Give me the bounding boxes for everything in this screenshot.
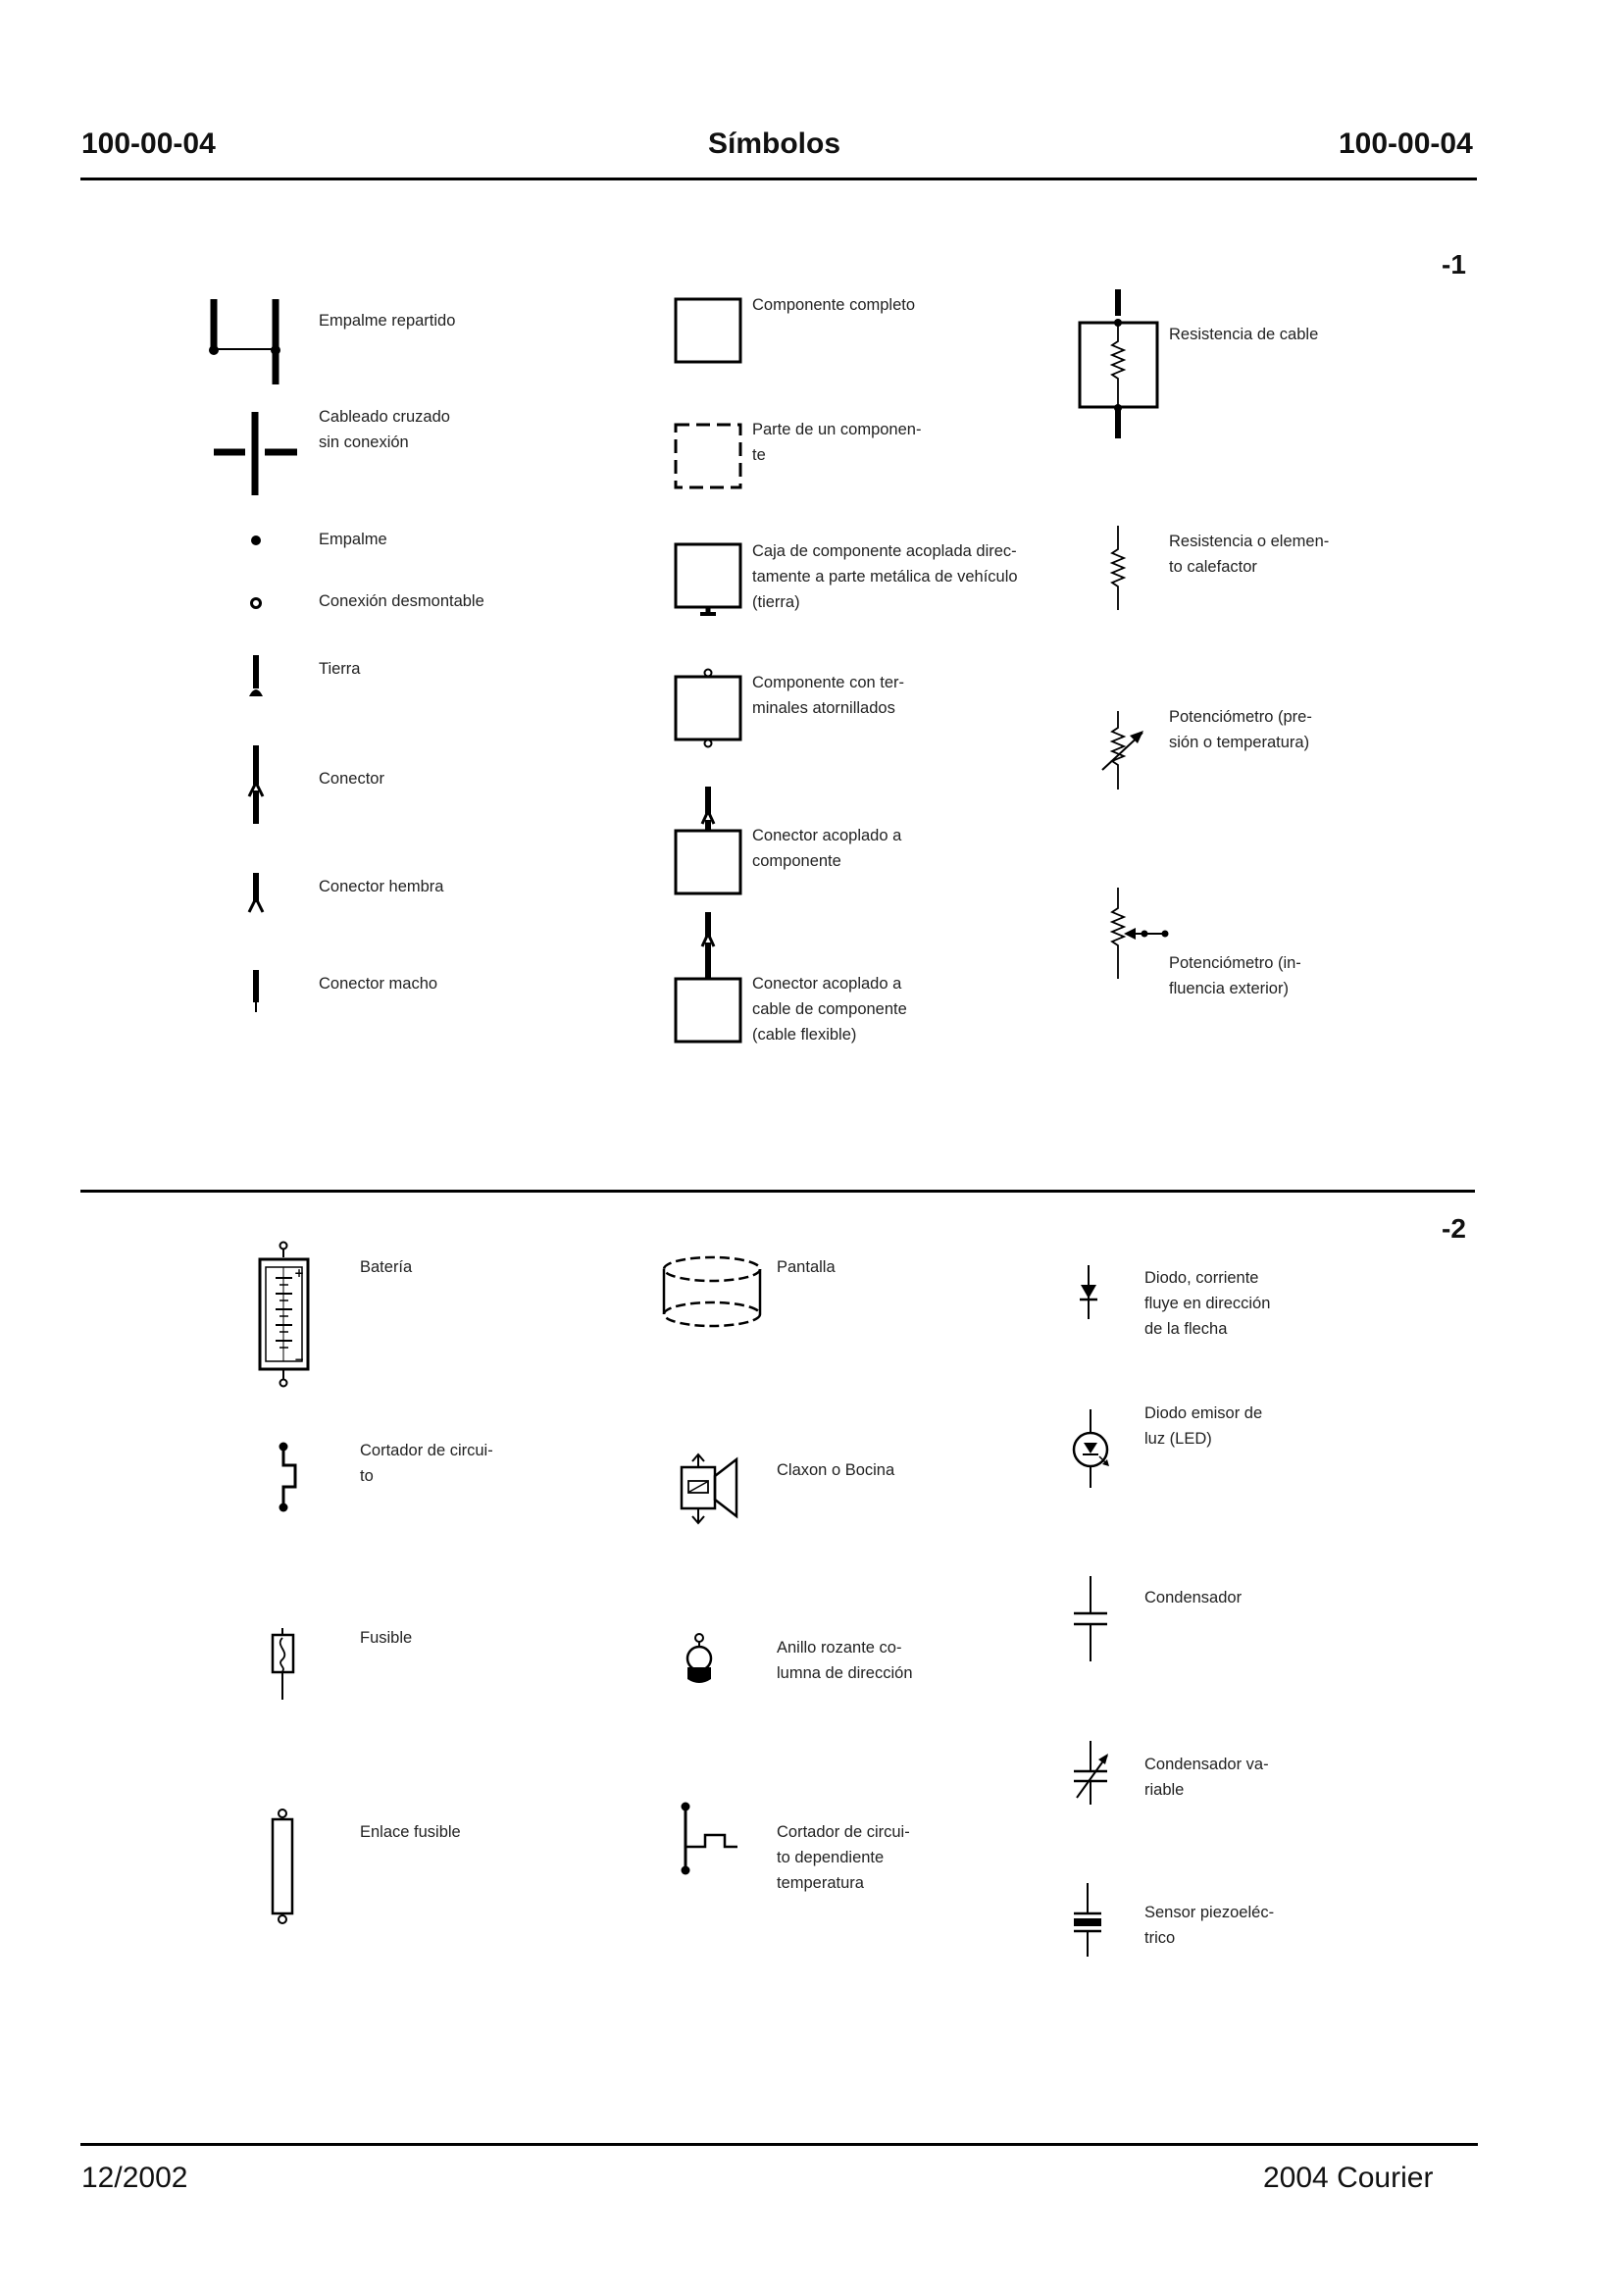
component-part-symbol — [674, 423, 742, 489]
battery-symbol: + − — [258, 1241, 310, 1388]
variable-capacitor-symbol — [1074, 1741, 1108, 1805]
section-2-number: -2 — [1442, 1213, 1466, 1244]
header-rule — [80, 178, 1477, 180]
label-cortador-circuito: Cortador de circui- to — [360, 1442, 493, 1485]
page-code-left: 100-00-04 — [81, 127, 216, 160]
circuit-breaker-symbol — [279, 1442, 297, 1512]
label-conector-acoplado-cable: Conector acoplado a cable de componente … — [752, 975, 907, 1044]
crossed-wiring-symbol — [214, 412, 297, 495]
footer-date: 12/2002 — [81, 2162, 188, 2194]
label-conexion-desmontable: Conexión desmontable — [319, 592, 484, 610]
connector-symbol — [247, 745, 265, 824]
label-conector-acoplado-componente: Conector acoplado a componente — [752, 827, 902, 870]
label-potenciometro-presion: Potenciómetro (pre- sión o temperatura) — [1169, 708, 1312, 751]
led-symbol — [1072, 1409, 1109, 1488]
ground-symbol — [249, 655, 263, 696]
label-condensador-variable: Condensador va- riable — [1144, 1756, 1269, 1799]
grounded-component-box-symbol — [674, 542, 742, 616]
capacitor-symbol — [1074, 1576, 1107, 1661]
label-caja-componente: Caja de componente acoplada direc- tamen… — [752, 542, 1018, 611]
section-divider — [80, 1190, 1475, 1193]
label-resistencia-calefactor: Resistencia o elemen- to calefactor — [1169, 533, 1330, 576]
label-empalme: Empalme — [319, 531, 387, 548]
cable-connector-symbol — [674, 912, 742, 1044]
footer-model: 2004 Courier — [1263, 2162, 1434, 2194]
label-diodo: Diodo, corriente fluye en dirección de l… — [1144, 1269, 1271, 1338]
female-connector-symbol — [247, 873, 265, 913]
footer-rule — [80, 2143, 1478, 2146]
label-componente-completo: Componente completo — [752, 296, 916, 314]
thermal-breaker-symbol — [681, 1802, 737, 1875]
slip-ring-symbol — [685, 1633, 713, 1683]
fusible-link-symbol — [271, 1809, 294, 1924]
label-pantalla: Pantalla — [777, 1258, 836, 1276]
page-code-right: 100-00-04 — [1339, 127, 1473, 160]
label-potenciometro-exterior: Potenciómetro (in- fluencia exterior) — [1169, 954, 1301, 997]
label-empalme-repartido: Empalme repartido — [319, 312, 456, 330]
shield-symbol — [662, 1255, 762, 1328]
svg-text:−: − — [294, 1352, 304, 1366]
page-title: Símbolos — [708, 127, 841, 160]
svg-text:+: + — [294, 1266, 304, 1280]
screw-terminal-component-symbol — [674, 668, 742, 748]
fuse-symbol — [271, 1628, 295, 1700]
split-splice-symbol — [209, 299, 280, 384]
horn-symbol — [680, 1453, 738, 1525]
removable-connection-symbol — [250, 597, 262, 609]
pressure-potentiometer-symbol — [1101, 711, 1143, 790]
component-connector-symbol — [674, 787, 742, 895]
splice-dot-symbol — [251, 535, 261, 545]
label-condensador: Condensador — [1144, 1589, 1243, 1606]
cable-resistance-symbol — [1078, 289, 1159, 438]
label-claxon: Claxon o Bocina — [777, 1461, 895, 1479]
resistor-symbol — [1109, 526, 1127, 610]
label-conector-macho: Conector macho — [319, 975, 438, 993]
external-potentiometer-symbol — [1109, 888, 1169, 979]
label-fusible: Fusible — [360, 1629, 413, 1647]
label-bateria: Batería — [360, 1258, 413, 1276]
label-anillo-rozante: Anillo rozante co- lumna de dirección — [777, 1639, 913, 1682]
label-diodo-led: Diodo emisor de luz (LED) — [1144, 1404, 1263, 1448]
section-1-number: -1 — [1442, 249, 1466, 280]
label-conector-hembra: Conector hembra — [319, 878, 444, 895]
label-cableado-cruzado: Cableado cruzado sin conexión — [319, 408, 450, 451]
piezo-sensor-symbol — [1074, 1883, 1101, 1957]
label-sensor-piezo: Sensor piezoeléc- trico — [1144, 1904, 1275, 1947]
label-componente-terminales: Componente con ter- minales atornillados — [752, 674, 905, 717]
label-parte-componente: Parte de un componen- te — [752, 421, 922, 464]
complete-component-symbol — [674, 297, 742, 364]
label-cortador-temperatura: Cortador de circui- to dependiente tempe… — [777, 1823, 910, 1892]
label-tierra: Tierra — [319, 660, 361, 678]
label-conector: Conector — [319, 770, 384, 788]
diode-symbol — [1080, 1265, 1097, 1319]
label-enlace-fusible: Enlace fusible — [360, 1823, 461, 1841]
label-resistencia-cable: Resistencia de cable — [1169, 326, 1319, 343]
